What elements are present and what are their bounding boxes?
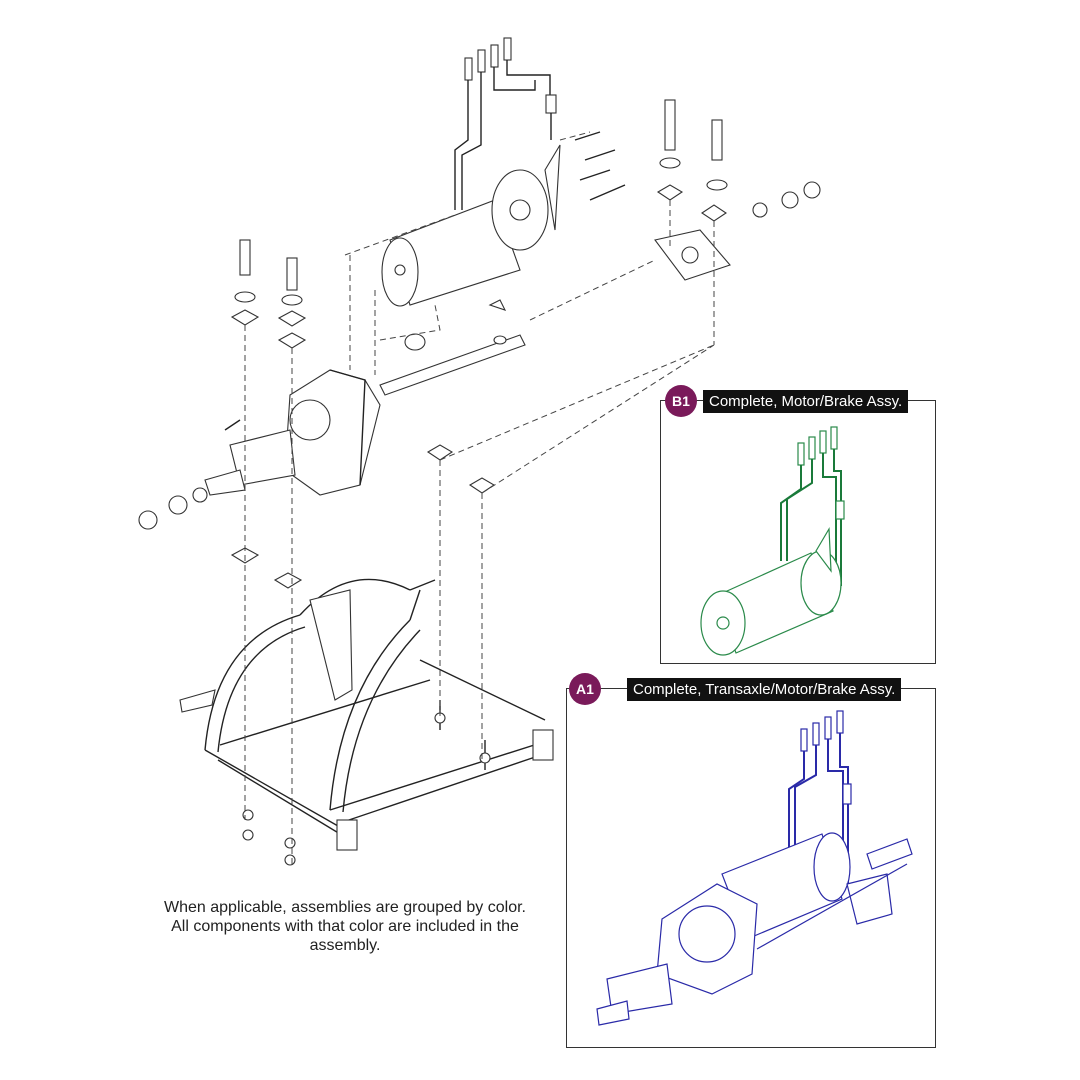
assembly-color-note: When applicable, assemblies are grouped … (164, 899, 526, 954)
bolt-stack-right (654, 99, 821, 281)
bolt-stack-left (230, 239, 307, 349)
b1-title: Complete, Motor/Brake Assy. (703, 389, 909, 413)
panel-a1: A1 Complete, Transaxle/Motor/Brake Assy. (566, 673, 936, 1048)
wire-harness (454, 37, 557, 210)
axle-shaft (379, 299, 526, 396)
screws (574, 131, 626, 201)
transaxle-gearbox (204, 369, 381, 496)
alignment-lines (244, 131, 715, 865)
b1-motor-brake-drawing (700, 426, 845, 656)
nut-washers-left (138, 487, 208, 530)
a1-transaxle-drawing (596, 710, 913, 1026)
a1-title: Complete, Transaxle/Motor/Brake Assy. (627, 677, 902, 701)
motor (381, 144, 561, 307)
panel-b1: B1 Complete, Motor/Brake Assy. (660, 385, 936, 664)
b1-badge: B1 (665, 385, 697, 417)
frame (179, 578, 554, 851)
bottom-nuts (242, 712, 491, 866)
a1-badge: A1 (569, 673, 601, 705)
